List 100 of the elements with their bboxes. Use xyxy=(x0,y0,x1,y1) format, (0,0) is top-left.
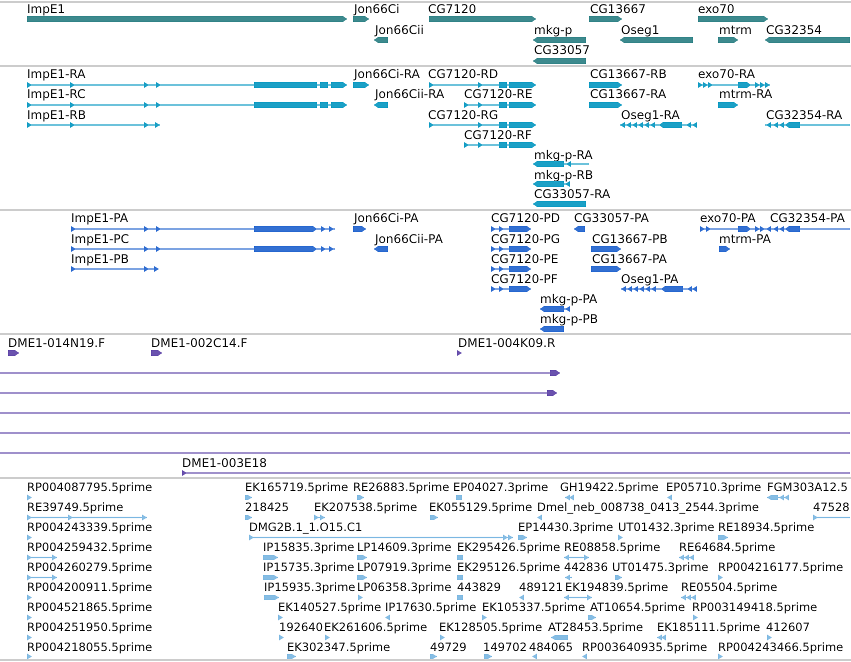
transcript-label: ImpE1-RA xyxy=(27,67,86,81)
est-label: LP07919.3prime xyxy=(357,560,452,574)
protein-label: CG32354-PA xyxy=(770,211,845,226)
est-label: RP004216177.5prime xyxy=(718,560,844,574)
est-label: EK128505.5prime xyxy=(439,620,542,634)
transcript-label: Oseg1-RA xyxy=(621,108,680,122)
protein-label: CG7120-PE xyxy=(491,252,558,266)
est-label: 49729 xyxy=(430,640,467,654)
protein-label: CG33057-PA xyxy=(574,211,649,226)
est-label: RE39749.5prime xyxy=(27,500,124,514)
est-label: 442836 xyxy=(564,560,608,574)
protein-label: mkg-p-PB xyxy=(540,312,598,326)
protein-label: ImpE1-PC xyxy=(71,232,130,246)
gene-label: ImpE1 xyxy=(27,2,66,16)
protein-label: mtrm-PA xyxy=(719,232,771,246)
gene-label: mtrm xyxy=(719,22,752,37)
protein-label: ImpE1-PB xyxy=(71,252,129,266)
transcript-label: mtrm-RA xyxy=(719,87,772,102)
transcript-label: CG32354-RA xyxy=(766,108,842,122)
transcript-label: ImpE1-RC xyxy=(27,87,86,102)
gene-label: Oseg1 xyxy=(621,22,660,37)
est-label: EP05710.3prime xyxy=(666,480,762,494)
est-label: EK055129.5prime xyxy=(429,500,532,514)
clone-end-label: DME1-002C14.F xyxy=(151,336,248,350)
protein-label: Oseg1-PA xyxy=(621,272,678,286)
est-label: RP004200911.5prime xyxy=(27,580,152,594)
protein-label: exo70-PA xyxy=(700,211,756,226)
est-label: LP14609.3prime xyxy=(357,540,452,554)
est-label: RP004260279.5prime xyxy=(27,560,152,574)
est-label: IP15735.3prime xyxy=(263,560,354,574)
est-label: FGM303A12.5 xyxy=(767,480,848,494)
clone-end-label: DME1-003E18 xyxy=(182,456,267,470)
est-label: RP004259432.5prime xyxy=(27,540,152,554)
est-label: RP004087795.5prime xyxy=(27,480,152,494)
transcript-label: CG7120-RG xyxy=(428,108,498,122)
est-label: EK302347.5prime xyxy=(287,640,390,654)
est-label: EK165719.5prime xyxy=(245,480,348,494)
transcript-label: Jon66Cii-RA xyxy=(375,87,444,102)
est-label: EK207538.5prime xyxy=(314,500,418,514)
est-label: EK261606.5prime xyxy=(324,620,428,634)
protein-label: Jon66Cii-PA xyxy=(375,232,443,246)
est-label: IP15935.3prime xyxy=(264,580,356,594)
gene-label: exo70 xyxy=(698,2,735,16)
protein-label: CG7120-PF xyxy=(491,272,558,286)
protein-label: CG13667-PA xyxy=(592,252,667,266)
protein-label: Jon66Ci-PA xyxy=(354,211,418,226)
transcript-label: Jon66Ci-RA xyxy=(354,67,420,81)
est-label: 412607 xyxy=(766,620,810,634)
est-label: RE08858.5prime xyxy=(564,540,660,554)
protein-label: ImpE1-PA xyxy=(71,211,128,226)
gene-label: CG7120 xyxy=(428,2,476,16)
est-label: EK295126.5prime xyxy=(457,560,560,574)
est-label: RP003640935.5prime xyxy=(582,640,708,654)
transcript-label: CG13667-RA xyxy=(590,87,666,102)
est-label: Dmel_neb_008738_0413_2544.3prime xyxy=(537,500,759,514)
transcript-label: CG7120-RD xyxy=(428,67,498,81)
transcript-label: CG13667-RB xyxy=(590,67,667,81)
transcript-label: exo70-RA xyxy=(698,67,755,81)
est-label: 192640 xyxy=(279,620,323,634)
est-label: RP004251950.5prime xyxy=(27,620,152,634)
transcript-label: CG33057-RA xyxy=(534,186,610,201)
est-label: 484065 xyxy=(529,640,573,654)
gene-label: CG32354 xyxy=(766,22,822,37)
est-label: 47528 xyxy=(813,500,850,514)
gene-label: CG13667 xyxy=(590,2,646,16)
gene-label: Jon66Cii xyxy=(375,22,424,37)
gene-label: mkg-p xyxy=(534,22,572,37)
est-label: EP04027.3prime xyxy=(453,480,548,494)
est-label: RE18934.5prime xyxy=(718,520,814,534)
est-label: RE05504.5prime xyxy=(681,580,778,594)
est-label: 489121 xyxy=(519,580,563,594)
protein-label: CG7120-PG xyxy=(491,232,560,246)
est-label: RP004243339.5prime xyxy=(27,520,152,534)
est-label: RE26883.5prime xyxy=(353,480,450,494)
est-label: IP17630.5prime xyxy=(385,600,476,614)
est-label: EK140527.5prime xyxy=(278,600,382,614)
est-label: 149702 xyxy=(483,640,527,654)
est-label: GH19422.5prime xyxy=(560,480,659,494)
est-label: IP15835.3prime xyxy=(263,540,354,554)
protein-label: CG7120-PD xyxy=(491,211,560,226)
clone-end-label: DME1-014N19.F xyxy=(8,336,106,350)
transcript-label: mkg-p-RA xyxy=(534,148,593,162)
est-label: 443829 xyxy=(457,580,501,594)
est-label: AT10654.5prime xyxy=(590,600,686,614)
est-label: DMG2B.1_1.O15.C1 xyxy=(249,520,362,534)
est-label: EK105337.5prime xyxy=(482,600,586,614)
transcript-label: CG7120-RE xyxy=(464,87,532,102)
est-label: EK295426.5prime xyxy=(457,540,560,554)
est-label: RP003149418.5prime xyxy=(692,600,818,614)
gene-label: Jon66Ci xyxy=(354,2,400,16)
protein-label: CG13667-PB xyxy=(592,232,668,246)
est-label: RP004521865.5prime xyxy=(27,600,152,614)
est-label: RP004243466.5prime xyxy=(718,640,844,654)
transcript-label: CG7120-RF xyxy=(464,128,532,142)
est-label: UT01475.3prime xyxy=(612,560,708,574)
gene-label: CG33057 xyxy=(534,43,590,57)
est-label: UT01432.3prime xyxy=(618,520,714,534)
protein-label: mkg-p-PA xyxy=(540,292,598,306)
est-label: RP004218055.5prime xyxy=(27,640,152,654)
est-label: EP14430.3prime xyxy=(518,520,614,534)
